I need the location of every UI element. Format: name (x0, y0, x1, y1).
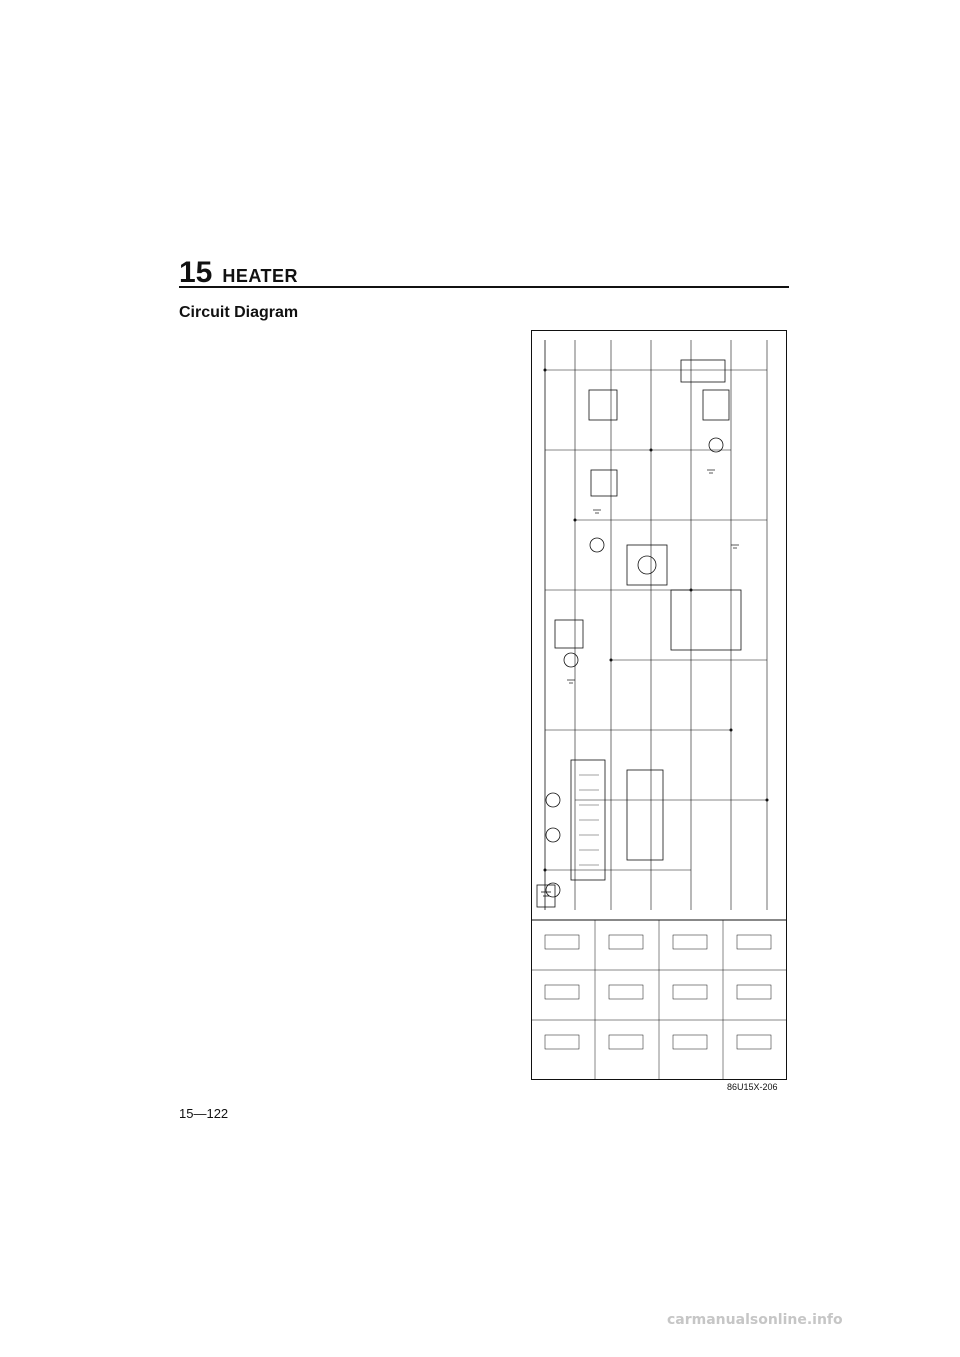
add-fan-motor-symbol (708, 437, 724, 453)
header-rule (179, 286, 789, 288)
ac-panel-box (670, 589, 742, 651)
section-title: HEATER (222, 266, 299, 286)
blower-relay-box (554, 619, 584, 649)
cooling-fan-motor-symbol (589, 537, 605, 553)
mode-motor-symbol (545, 792, 561, 808)
temp-control-box (626, 769, 664, 861)
page-number: 15—122 (179, 1106, 229, 1121)
cooling-fan-relay-no2-box (588, 389, 618, 421)
page-heading: Circuit Diagram (179, 304, 299, 321)
figure-code: 86U15X-206 (727, 1082, 778, 1092)
battery-symbol (536, 884, 556, 908)
ac-relay-box (680, 359, 726, 383)
circuit-diagram (531, 330, 787, 1080)
mode-control-box (570, 759, 606, 881)
section-header: 15 HEATER (179, 256, 298, 290)
cooling-fan-relay-no1-box (590, 469, 618, 497)
recirc-motor-box (626, 544, 668, 586)
recirc-motor-symbol (637, 555, 657, 575)
section-number: 15 (179, 256, 213, 289)
blower-motor-symbol (563, 652, 579, 668)
air-mix-motor-symbol (545, 827, 561, 843)
circuit-diagram-svg (531, 330, 787, 1080)
add-fan-relay-box (702, 389, 730, 421)
oscillating-vent-motor-symbol (545, 882, 561, 898)
watermark: carmanualsonline.info (667, 1312, 843, 1328)
